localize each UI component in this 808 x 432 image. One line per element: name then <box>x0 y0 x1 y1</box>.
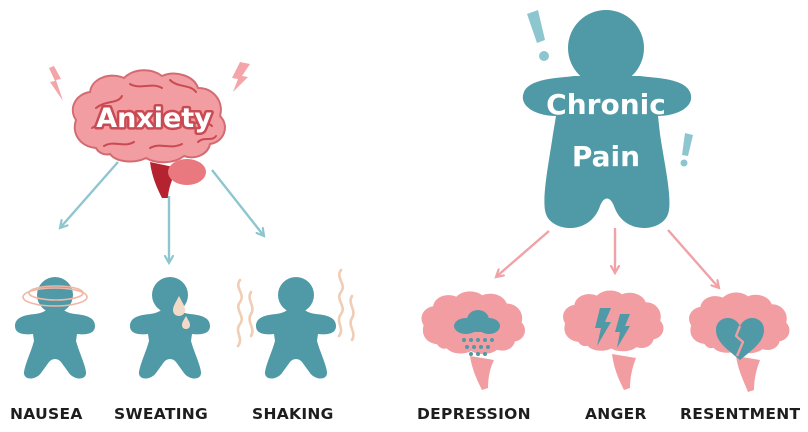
lightning-icon <box>232 62 250 92</box>
label-anger: ANGER <box>585 405 647 423</box>
anger-brain-icon <box>563 291 663 390</box>
sweating-figure <box>130 277 210 379</box>
nausea-figure <box>15 277 95 379</box>
arrow-to-depression <box>496 231 549 277</box>
arrow-to-shaking <box>212 170 264 236</box>
label-shaking: SHAKING <box>252 405 334 423</box>
shaking-figure <box>238 270 353 379</box>
arrow-to-nausea <box>60 162 118 228</box>
depression-brain-icon <box>422 291 525 390</box>
label-sweating: SWEATING <box>114 405 208 423</box>
exclamation-icon <box>527 10 549 61</box>
label-resentment: RESENTMENT <box>680 405 800 423</box>
chronic-title-line1: Chronic <box>546 88 666 121</box>
label-nausea: NAUSEA <box>10 405 83 423</box>
brain-icon <box>73 70 225 198</box>
arrow-to-resentment <box>668 230 719 288</box>
anxiety-title: Anxiety <box>96 103 212 134</box>
exclamation-icon <box>681 133 694 167</box>
label-depression: DEPRESSION <box>417 405 531 423</box>
chronic-title-line2: Pain <box>572 140 640 173</box>
resentment-brain-icon <box>689 293 789 392</box>
lightning-icon <box>49 66 63 101</box>
